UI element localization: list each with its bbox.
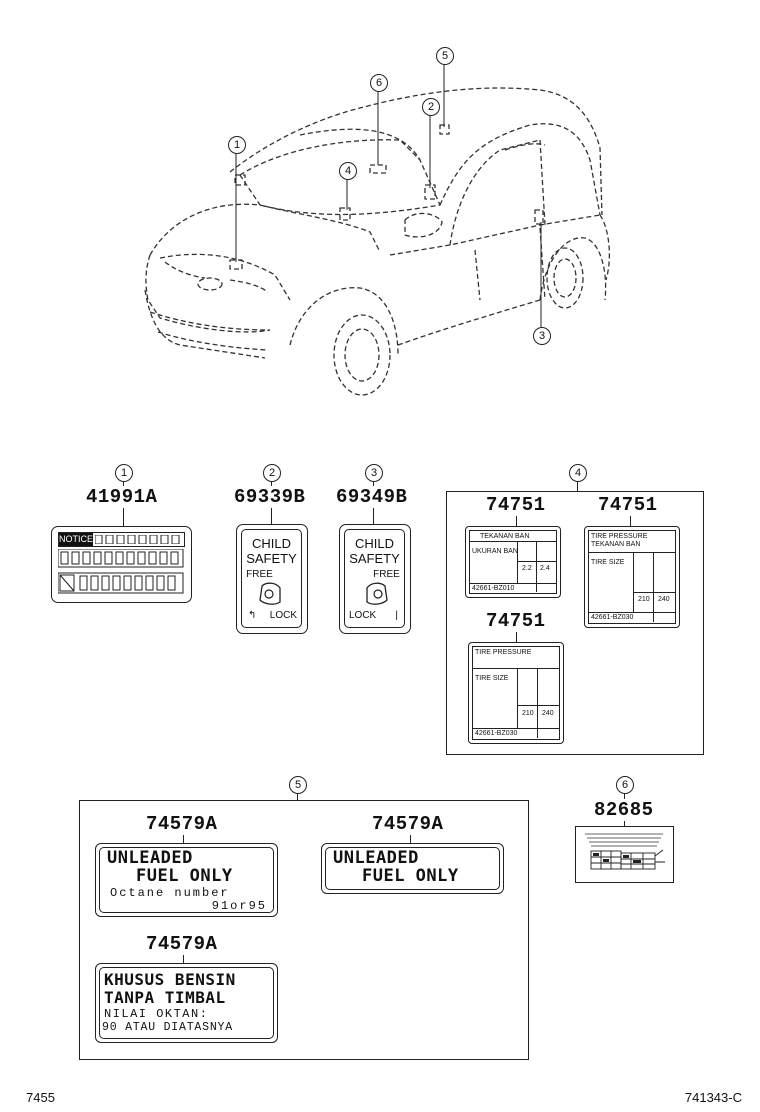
tire-a-size: UKURAN BAN [472, 548, 518, 555]
fuel-en2-line2: FUEL ONLY [362, 866, 459, 886]
tire-label-b: TIRE PRESSURE TEKANAN BAN TIRE SIZE 210 … [584, 526, 680, 628]
child-safety-free: FREE [246, 569, 273, 580]
part-number-69349b: 69349B [336, 486, 408, 508]
part-number-74579a-c: 74579A [146, 933, 218, 955]
tire-b-title2: TEKANAN BAN [591, 541, 641, 548]
callout-5: 5 [289, 776, 307, 794]
part-number-82685: 82685 [594, 799, 654, 821]
part-number-74751-c: 74751 [486, 610, 546, 632]
fuel-label-id: KHUSUS BENSIN TANPA TIMBAL NILAI OKTAN: … [95, 963, 278, 1043]
callout-2-vehicle: 2 [422, 98, 440, 116]
tire-b-v1: 210 [638, 596, 650, 603]
fuel-id-line2: TANPA TIMBAL [104, 988, 226, 1007]
tire-a-v2: 2.4 [540, 565, 550, 572]
child-safety-lock-r: LOCK [349, 610, 377, 621]
notice-label: NOTICE [51, 526, 192, 603]
callout-3: 3 [365, 464, 383, 482]
callout-6-vehicle: 6 [370, 74, 388, 92]
callout-4-vehicle: 4 [339, 162, 357, 180]
tire-b-size: TIRE SIZE [591, 559, 625, 566]
child-safety-bar-icon: | [395, 610, 398, 621]
tire-label-a: TEKANAN BAN UKURAN BAN 2.2 2.4 42661-BZ0… [465, 526, 561, 598]
callout-2: 2 [263, 464, 281, 482]
tire-a-code: 42661-BZ010 [472, 585, 515, 592]
child-safety-lock: LOCK [269, 610, 297, 621]
fuel-en-line4: 91or95 [211, 899, 267, 913]
fuel-en-line2: FUEL ONLY [136, 866, 233, 886]
tire-label-c: TIRE PRESSURE TIRE SIZE 210 240 42661-BZ… [468, 642, 564, 744]
child-safety-free-r: FREE [373, 569, 400, 580]
tire-c-code: 42661-BZ030 [475, 730, 518, 737]
child-safety-line2-r: SAFETY [349, 551, 400, 566]
footer-page-code: 7455 [26, 1090, 55, 1105]
child-safety-line1-r: CHILD [354, 536, 394, 551]
tire-c-title1: TIRE PRESSURE [475, 649, 532, 656]
fuel-id-line1: KHUSUS BENSIN [104, 970, 236, 989]
tire-a-title: TEKANAN BAN [480, 533, 530, 540]
part-number-41991a: 41991A [86, 486, 158, 508]
child-safety-label-right: CHILD SAFETY FREE LOCK | [339, 524, 411, 634]
callout-5-vehicle: 5 [436, 47, 454, 65]
fuel-en-line3: Octane number [110, 886, 230, 900]
child-safety-label-left: CHILD SAFETY FREE LOCK ↰ [236, 524, 308, 634]
callout-3-vehicle: 3 [533, 327, 551, 345]
callout-1: 1 [115, 464, 133, 482]
fuel-id-line4: 90 ATAU DIATASNYA [102, 1021, 233, 1034]
callout-4: 4 [569, 464, 587, 482]
fuel-en-line1: UNLEADED [107, 848, 193, 868]
part-number-69339b: 69339B [234, 486, 306, 508]
tire-b-v2: 240 [658, 596, 670, 603]
part-number-74751-a: 74751 [486, 494, 546, 516]
door-lock-icon-r [366, 582, 388, 605]
callout-1-vehicle: 1 [228, 136, 246, 154]
footer-drawing-number: 741343-C [684, 1090, 742, 1105]
part-number-74579a-a: 74579A [146, 813, 218, 835]
fuel-label-en: UNLEADED FUEL ONLY [321, 843, 504, 894]
vehicle-illustration [144, 63, 610, 396]
tire-c-v2: 240 [542, 710, 554, 717]
child-safety-line1: CHILD [251, 536, 291, 551]
door-lock-icon [259, 582, 281, 605]
tire-a-v1: 2.2 [522, 565, 532, 572]
tire-b-code: 42661-BZ030 [591, 614, 634, 621]
part-number-74751-b: 74751 [598, 494, 658, 516]
tire-c-size: TIRE SIZE [475, 675, 509, 682]
fuel-id-line3: NILAI OKTAN: [104, 1007, 209, 1021]
part-number-74579a-b: 74579A [372, 813, 444, 835]
child-safety-line2: SAFETY [246, 551, 297, 566]
tire-b-title1: TIRE PRESSURE [591, 533, 648, 540]
tire-label-group-frame [446, 491, 704, 755]
tire-c-v1: 210 [522, 710, 534, 717]
fuel-label-en-octane: UNLEADED FUEL ONLY Octane number 91or95 [95, 843, 278, 917]
fuel-label-group-frame [79, 800, 529, 1060]
callout-6: 6 [616, 776, 634, 794]
child-safety-arrow-icon: ↰ [248, 610, 257, 621]
notice-heading: NOTICE [59, 533, 94, 546]
fuel-en2-line1: UNLEADED [333, 848, 419, 868]
emission-label [575, 826, 674, 883]
